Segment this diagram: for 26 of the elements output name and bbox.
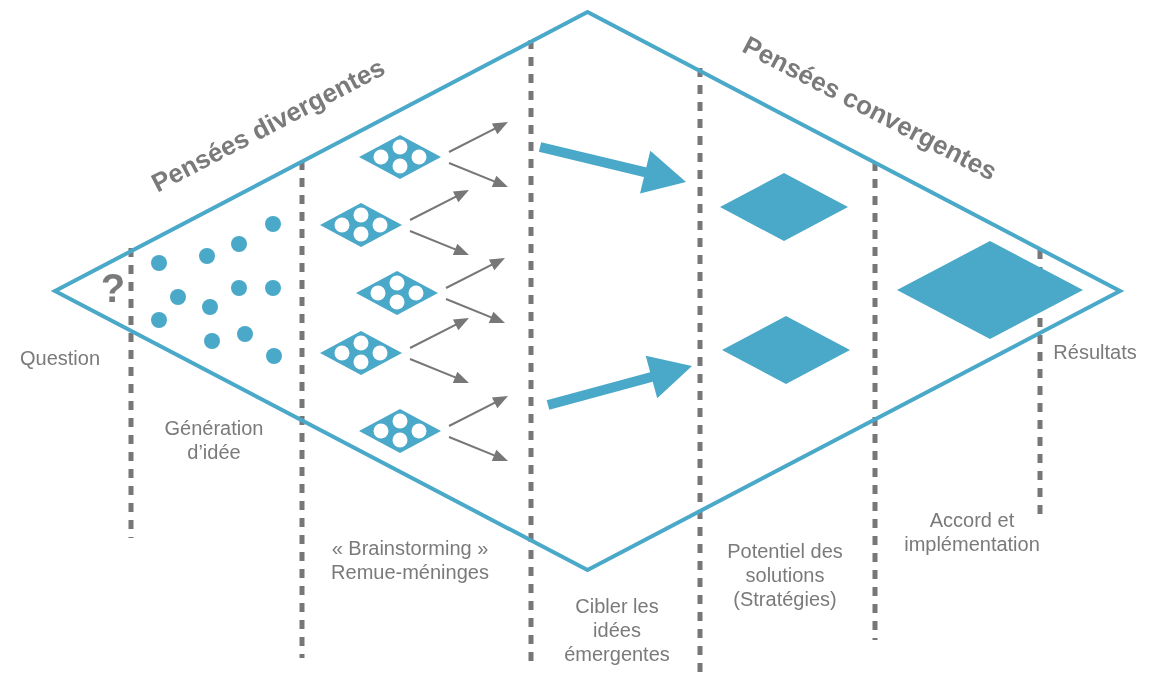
idea-diamond-icon [356, 271, 438, 315]
solution-diamond [897, 241, 1083, 339]
thick-arrow [538, 142, 686, 194]
stage-label: Cibler les idées émergentes [563, 594, 671, 666]
solution-diamond [722, 316, 850, 384]
thick-arrow [546, 355, 692, 410]
arrow [445, 258, 505, 289]
stage-label: « Brainstorming » Remue-méninges [330, 536, 490, 584]
idea-diamond-icon [320, 203, 402, 247]
arrow [409, 358, 469, 383]
stage-label: Potentiel des solutions (Stratégies) [726, 539, 844, 611]
arrow [409, 190, 469, 221]
arrow [409, 230, 469, 255]
question-mark: ? [100, 266, 126, 310]
arrow [448, 436, 508, 461]
arrow [445, 298, 505, 323]
idea-diamond-icon [359, 409, 441, 453]
idea-diamond-icon [320, 331, 402, 375]
arrow [448, 162, 508, 187]
arrow [409, 318, 469, 349]
stage-label: Résultats [1052, 340, 1138, 364]
arrow [448, 396, 508, 427]
stage-label: Accord et implémentation [903, 508, 1041, 556]
arrow [448, 122, 508, 153]
stage-label: Question [18, 346, 102, 370]
stage-label: Génération d’idée [163, 416, 265, 464]
